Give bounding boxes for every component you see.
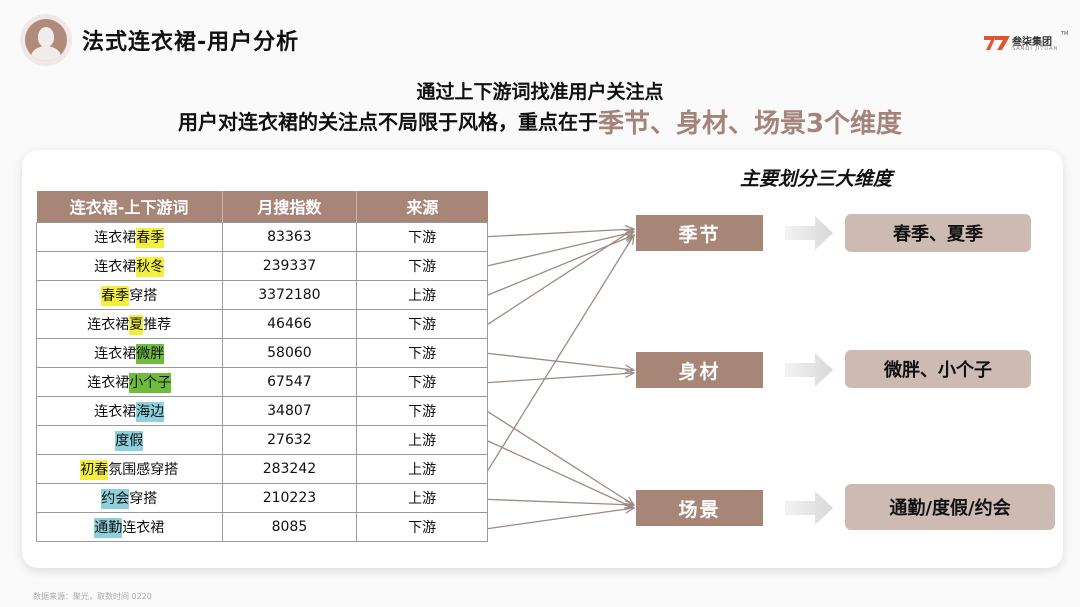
dimension-box-body: 身材 bbox=[636, 352, 763, 388]
monthly-index-cell: 34807 bbox=[221, 395, 358, 426]
data-source-note: 数据来源：聚光，取数时间 0220 bbox=[33, 592, 152, 601]
keyword-highlight: 春季 bbox=[136, 227, 165, 248]
avatar bbox=[20, 14, 72, 66]
logo-name: 叁柒集团 bbox=[1012, 37, 1052, 48]
source-cell: 下游 bbox=[356, 395, 488, 426]
monthly-index-cell: 83363 bbox=[221, 221, 358, 252]
monthly-index-cell: 27632 bbox=[221, 424, 358, 455]
keyword-suffix: 穿搭 bbox=[129, 490, 158, 507]
keyword-highlight: 初春 bbox=[80, 459, 109, 480]
dimension-box-scene: 场景 bbox=[636, 490, 763, 526]
keyword-suffix: 氛围感穿搭 bbox=[108, 461, 179, 478]
keyword-prefix: 连衣裙 bbox=[87, 374, 130, 391]
source-cell: 下游 bbox=[356, 250, 488, 281]
keyword-suffix: 推荐 bbox=[143, 316, 172, 333]
logo-tm: TM bbox=[1061, 31, 1069, 37]
source-cell: 下游 bbox=[356, 366, 488, 397]
keyword-highlight: 秋冬 bbox=[136, 256, 165, 277]
source-cell: 下游 bbox=[356, 511, 488, 542]
keyword-prefix: 连衣裙 bbox=[94, 229, 137, 246]
keyword-cell: 初春氛围感穿搭 bbox=[36, 453, 223, 484]
value-box-season: 春季、夏季 bbox=[845, 214, 1031, 252]
monthly-index-cell: 239337 bbox=[221, 250, 358, 281]
logo-subtitle: SANQI JITUAN bbox=[1012, 46, 1059, 52]
value-box-body: 微胖、小个子 bbox=[845, 350, 1031, 388]
source-cell: 上游 bbox=[356, 279, 488, 310]
column-header-index: 月搜指数 bbox=[222, 191, 358, 222]
dimension-box-season: 季节 bbox=[636, 215, 763, 251]
keyword-cell: 通勤连衣裙 bbox=[36, 511, 223, 542]
keyword-cell: 连衣裙海边 bbox=[36, 395, 223, 426]
keyword-prefix: 连衣裙 bbox=[87, 316, 130, 333]
keyword-cell: 约会穿搭 bbox=[36, 482, 223, 513]
source-cell: 上游 bbox=[356, 424, 488, 455]
monthly-index-cell: 67547 bbox=[221, 366, 358, 397]
keyword-prefix: 连衣裙 bbox=[94, 258, 137, 275]
keyword-suffix: 连衣裙 bbox=[122, 519, 165, 536]
keyword-cell: 连衣裙秋冬 bbox=[36, 250, 223, 281]
source-cell: 下游 bbox=[356, 221, 488, 252]
headline-line-2: 用户对连衣裙的关注点不局限于风格，重点在于季节、身材、场景3个维度 bbox=[0, 103, 1080, 140]
column-header-keyword: 连衣裙-上下游词 bbox=[36, 191, 223, 222]
keyword-prefix: 连衣裙 bbox=[94, 345, 137, 362]
source-cell: 上游 bbox=[356, 482, 488, 513]
keyword-highlight: 通勤 bbox=[94, 517, 123, 538]
source-cell: 上游 bbox=[356, 453, 488, 484]
right-arrow-icon bbox=[785, 353, 833, 387]
keyword-cell: 连衣裙夏推荐 bbox=[36, 308, 223, 339]
logo-mark-icon bbox=[984, 36, 1010, 50]
headline-prefix: 用户对连衣裙的关注点不局限于风格，重点在于 bbox=[177, 110, 598, 134]
brand-logo: 叁柒集团 SANQI JITUAN TM bbox=[984, 31, 1069, 55]
monthly-index-cell: 3372180 bbox=[221, 279, 358, 310]
keyword-highlight: 春季 bbox=[101, 285, 130, 306]
dimensions-title: 主要划分三大维度 bbox=[740, 168, 893, 190]
keyword-prefix: 连衣裙 bbox=[94, 403, 137, 420]
monthly-index-cell: 58060 bbox=[221, 337, 358, 368]
monthly-index-cell: 283242 bbox=[221, 453, 358, 484]
keyword-highlight: 微胖 bbox=[136, 343, 165, 364]
headline-accent: 季节、身材、场景3个维度 bbox=[597, 109, 903, 139]
page-title: 法式连衣裙-用户分析 bbox=[82, 30, 300, 55]
keyword-suffix: 穿搭 bbox=[129, 287, 158, 304]
keyword-cell: 连衣裙春季 bbox=[36, 221, 223, 252]
source-cell: 下游 bbox=[356, 308, 488, 339]
keyword-highlight: 小个子 bbox=[129, 372, 172, 393]
keyword-cell: 连衣裙小个子 bbox=[36, 366, 223, 397]
source-cell: 下游 bbox=[356, 337, 488, 368]
keyword-highlight: 约会 bbox=[101, 488, 130, 509]
right-arrow-icon bbox=[785, 216, 833, 250]
right-arrow-icon bbox=[785, 491, 833, 525]
table-header-row: 连衣裙-上下游词 月搜指数 来源 bbox=[36, 191, 488, 222]
keyword-cell: 春季穿搭 bbox=[36, 279, 223, 310]
keyword-highlight: 度假 bbox=[115, 430, 144, 451]
keyword-highlight: 夏 bbox=[129, 314, 144, 335]
headline-line-1: 通过上下游词找准用户关注点 bbox=[416, 81, 664, 103]
monthly-index-cell: 210223 bbox=[221, 482, 358, 513]
keyword-highlight: 海边 bbox=[136, 401, 165, 422]
keyword-cell: 连衣裙微胖 bbox=[36, 337, 223, 368]
monthly-index-cell: 46466 bbox=[221, 308, 358, 339]
column-header-source: 来源 bbox=[356, 191, 488, 222]
monthly-index-cell: 8085 bbox=[221, 511, 358, 542]
value-box-scene: 通勤/度假/约会 bbox=[845, 484, 1055, 530]
keyword-cell: 度假 bbox=[36, 424, 223, 455]
